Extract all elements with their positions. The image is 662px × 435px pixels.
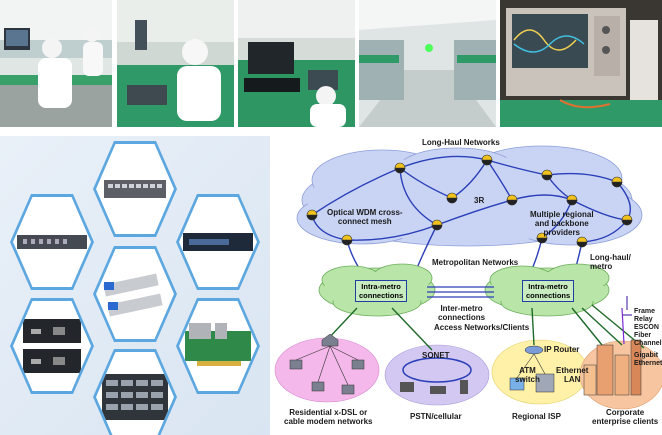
- ethernet-lan-label: Ethernet LAN: [556, 366, 589, 384]
- long-haul-title: Long-Haul Networks: [422, 138, 500, 147]
- corporate-buildings: [583, 339, 642, 396]
- product-hexagon-panel: [0, 136, 270, 435]
- access-networks-label: Access Networks/Clients: [434, 323, 530, 332]
- hex-rack-chassis: [13, 197, 91, 287]
- residential-bubble: [274, 337, 380, 403]
- inter-metro-label: Inter-metro connections: [438, 304, 486, 322]
- metro-networks-label: Metropolitan Networks: [432, 258, 519, 267]
- intra-metro-left-box: Intra-metro connections: [355, 280, 408, 302]
- regional-providers-label: Multiple regional and backbone providers: [530, 210, 594, 237]
- hex-media-converters: [13, 301, 91, 391]
- wdm-mesh-label: Optical WDM cross- connect mesh: [327, 208, 403, 226]
- hex-pcie-card: [179, 301, 257, 391]
- hex-dark-rack: [179, 197, 257, 287]
- corporate-label: Corporate enterprise clients: [592, 408, 659, 426]
- frame-relay-label: Frame Relay ESCON Fiber Channel: [634, 308, 662, 347]
- intra-metro-right-box: Intra-metro connections: [522, 280, 575, 302]
- network-nodes: [306, 154, 633, 248]
- atm-switch-label: ATM switch: [515, 366, 540, 384]
- three-r-label: 3R: [474, 196, 485, 205]
- hex-network-switch: [96, 144, 174, 234]
- network-architecture-diagram: Long-Haul Networks Optical WDM cross- co…: [272, 130, 662, 435]
- photo-testing-station: [238, 0, 355, 127]
- long-haul-metro-label: Long-haul/ metro: [590, 253, 631, 271]
- regional-isp-label: Regional ISP: [512, 412, 561, 421]
- hex-sfp-modules: [96, 249, 174, 339]
- gigabit-label: Gigabit Ethernet: [634, 352, 662, 367]
- ip-router-label: IP Router: [544, 345, 580, 354]
- network-diagram-graphic: [274, 145, 662, 410]
- photo-assembly-worker: [117, 0, 234, 127]
- photo-production-hall: [359, 0, 496, 127]
- pstn-label: PSTN/cellular: [410, 412, 462, 421]
- photo-workers-computers: [0, 0, 112, 127]
- residential-label: Residential x-DSL or cable modem network…: [284, 408, 373, 426]
- sonet-label: SONET: [422, 351, 450, 360]
- photo-oscilloscope: [500, 0, 662, 127]
